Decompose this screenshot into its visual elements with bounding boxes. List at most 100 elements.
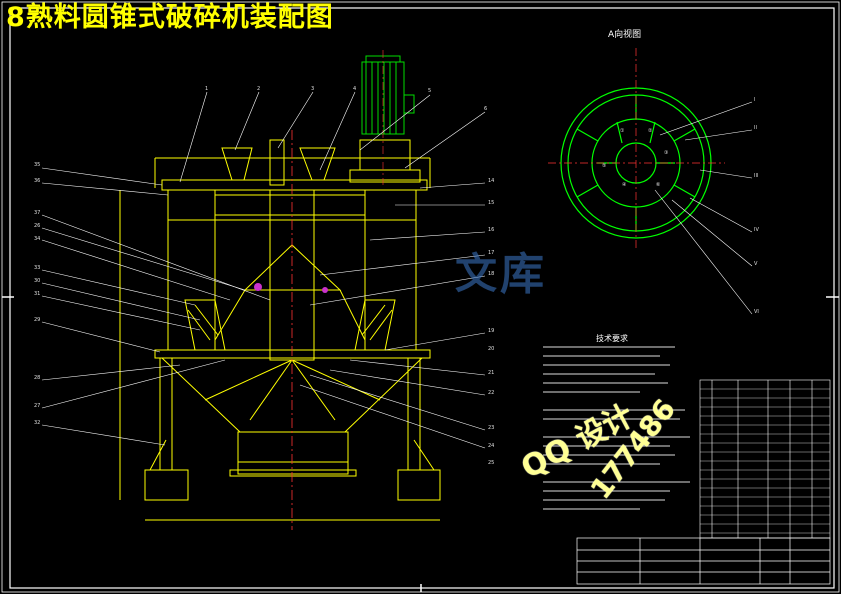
leader-31 — [41, 295, 201, 331]
callout-view_segment_numbers-3: ④ — [622, 182, 627, 188]
a-view-segment-1 — [649, 121, 656, 144]
chute-base — [229, 469, 357, 477]
drawing-title: 8熟料圆锥式破碎机装配图 — [6, 2, 334, 33]
cone-rib-2 — [291, 359, 381, 401]
callout-callouts_left-4: 34 — [34, 236, 41, 242]
leader-35 — [41, 167, 163, 186]
callout-view_segment_numbers-4: ⑤ — [602, 163, 607, 169]
callout-callouts_right-8: 22 — [488, 390, 495, 396]
leg-foot-left — [144, 469, 189, 501]
requirements-block — [543, 346, 690, 510]
callout-callouts_left-2: 37 — [34, 210, 41, 216]
discharge-chute — [237, 431, 349, 475]
a-view-label: A向视图 — [608, 30, 642, 40]
a-view-segment-2 — [616, 121, 623, 144]
callout-callouts_right-1: 15 — [488, 200, 495, 206]
cone-skirt-left — [214, 289, 246, 341]
callout-view_segment_numbers-2: ③ — [664, 150, 669, 156]
callout-callouts_left-3: 26 — [34, 223, 41, 229]
liner-hatch-r1 — [369, 309, 393, 341]
leader-20 — [349, 359, 486, 376]
leader-34 — [41, 239, 231, 301]
a-view-leaders — [654, 101, 753, 315]
leader-29 — [41, 321, 161, 353]
callout-callouts_left-5: 33 — [34, 265, 41, 271]
liner-left — [184, 299, 226, 351]
shaft-marker — [322, 287, 328, 293]
callout-callouts_left-1: 36 — [34, 178, 41, 184]
leader-32 — [41, 424, 166, 446]
liner-right — [354, 299, 396, 351]
hopper-spout — [269, 139, 285, 186]
cone-rib-1 — [204, 359, 293, 401]
a-view-leader-6 — [654, 189, 753, 315]
drive-base — [349, 169, 421, 183]
callout-callouts_left-10: 27 — [34, 403, 41, 409]
callout-callouts_right-11: 25 — [488, 460, 495, 466]
callout-view_segment_numbers-0: ① — [620, 128, 625, 134]
leader-1 — [179, 91, 208, 183]
leader-14 — [419, 182, 486, 189]
cone-rib-3 — [249, 359, 293, 421]
leader-17 — [319, 254, 486, 276]
callout-callouts_right-4: 18 — [488, 271, 495, 277]
drive-housing — [359, 139, 411, 171]
leg-foot-right — [397, 469, 441, 501]
a-view-leader-1 — [659, 101, 753, 136]
callout-callouts_right-5: 19 — [488, 328, 495, 334]
callout-callouts_top-2: 3 — [311, 86, 315, 92]
logo-char-2: 库 — [500, 249, 544, 300]
upper-chamber — [214, 194, 366, 216]
crushing-cone — [243, 244, 342, 291]
callout-callouts_left-11: 32 — [34, 420, 41, 426]
callout-view_callouts-3: IV — [754, 227, 759, 233]
feed-hopper-right — [299, 147, 336, 181]
flange-ring — [154, 349, 431, 359]
a-view-leader-4 — [689, 197, 753, 233]
leader-18 — [309, 275, 486, 306]
parts-list-border — [699, 379, 831, 539]
callout-callouts_right-2: 16 — [488, 227, 495, 233]
cone-marker — [254, 283, 262, 291]
leader-27 — [41, 359, 226, 409]
leg-brace-right — [413, 439, 435, 471]
leader-19 — [384, 332, 486, 351]
cone-rib-4 — [291, 359, 336, 421]
leader-36 — [41, 182, 169, 196]
callout-callouts_right-9: 23 — [488, 425, 495, 431]
a-view-leader-2 — [684, 129, 753, 141]
parts-rows — [700, 388, 830, 534]
leader-28 — [41, 364, 181, 381]
callout-view_callouts-2: III — [754, 173, 759, 179]
callout-view_segment_numbers-5: ⑥ — [656, 182, 661, 188]
leader-22 — [309, 374, 486, 431]
leader-3 — [277, 91, 314, 149]
motor-terminal — [403, 94, 415, 114]
parts-list — [699, 379, 831, 539]
crusher-elevation — [119, 139, 441, 521]
callout-view_segment_numbers-1: ② — [648, 128, 653, 134]
liner-hatch-r2 — [361, 304, 386, 336]
callout-callouts_top-1: 2 — [257, 86, 261, 92]
callout-callouts_top-0: 1 — [205, 86, 209, 92]
callout-view_callouts-0: I — [754, 97, 756, 103]
callout-view_callouts-4: V — [754, 261, 758, 267]
callout-view_callouts-1: II — [754, 125, 757, 131]
requirements-title: 技术要求 — [596, 334, 628, 343]
motor — [361, 55, 415, 135]
callout-callouts_top-5: 6 — [484, 106, 488, 112]
cone-skirt-right — [339, 289, 366, 341]
leader-lines — [41, 91, 486, 449]
leader-6 — [404, 111, 486, 169]
a-view-spoke-3 — [673, 184, 696, 198]
support-leg-right — [407, 357, 421, 471]
a-view-spoke-2 — [673, 128, 696, 142]
callout-callouts_right-7: 21 — [488, 370, 495, 376]
a-view-leader-5 — [671, 199, 753, 267]
callout-callouts_left-0: 35 — [34, 162, 41, 168]
callout-callouts_left-6: 30 — [34, 278, 41, 284]
callout-callouts_top-3: 4 — [353, 86, 357, 92]
liner-hatch-l1 — [187, 309, 211, 341]
